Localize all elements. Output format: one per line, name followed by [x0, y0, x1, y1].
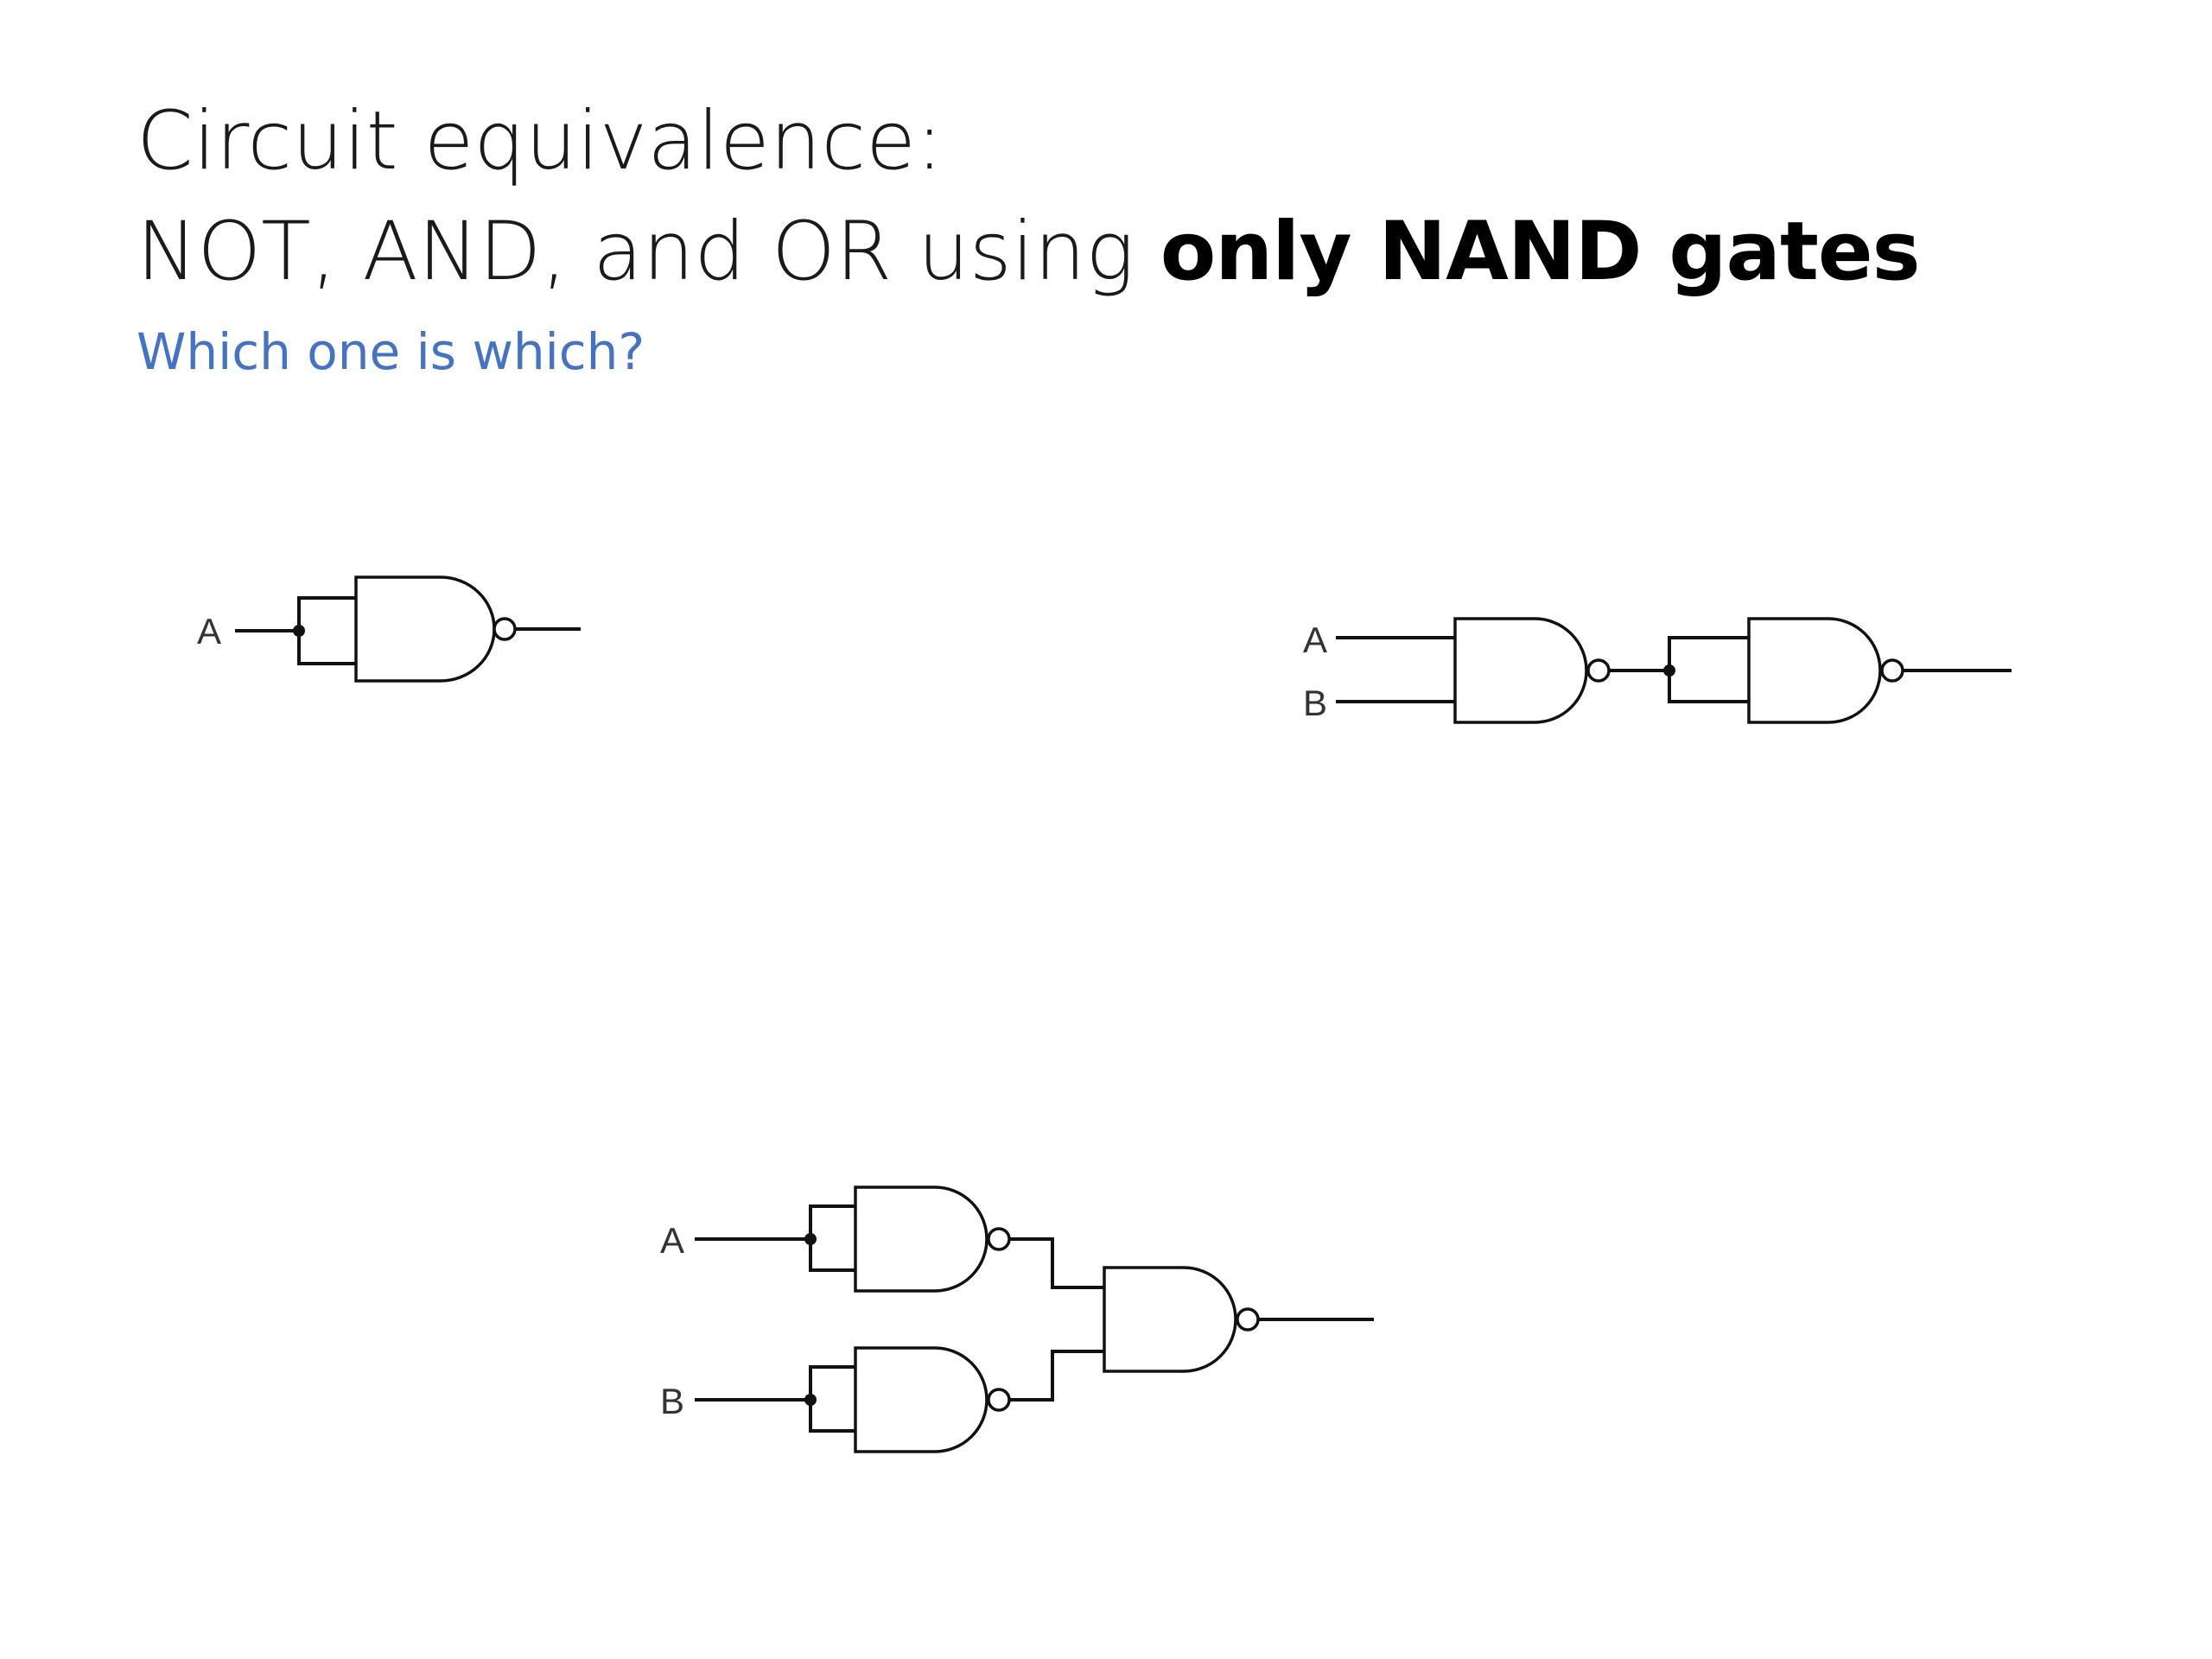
title-line-1: Circuit equivalence: — [137, 94, 944, 188]
circuit-2-nand-bubble-1 — [1586, 658, 1611, 683]
circuit-3-nand-bubble-a — [987, 1227, 1011, 1251]
circuit-3-tied-inputs-a — [809, 1205, 855, 1272]
circuit-3-nand-bubble-b — [987, 1388, 1011, 1412]
circuit-3: A B — [660, 1185, 1374, 1453]
slide-subtitle: Which one is which? — [137, 322, 645, 381]
circuit-3-wire-a-to-final — [1009, 1237, 1104, 1289]
circuit-2-nand-gate-2 — [1747, 617, 1882, 724]
slide-title: Circuit equivalence: NOT, AND, and OR us… — [137, 86, 1921, 308]
circuit-2-input-label-b: B — [1303, 683, 1327, 723]
title-line-2: NOT, AND, and OR using only NAND gates — [137, 197, 1921, 308]
circuit-3-nand-gate-a — [854, 1185, 988, 1293]
circuit-2-input-label-a: A — [1303, 620, 1327, 660]
circuit-3-nand-bubble-final — [1236, 1307, 1260, 1332]
title-line-2-prefix: NOT, AND, and OR using — [137, 205, 1160, 299]
circuit-2-nand-bubble-2 — [1880, 658, 1904, 683]
circuit-3-nand-gate-final — [1103, 1266, 1237, 1373]
circuit-3-input-label-b: B — [660, 1381, 684, 1421]
circuit-2: A B — [1303, 617, 2012, 724]
circuit-2-tied-inputs — [1668, 636, 1749, 703]
circuit-3-tied-inputs-b — [809, 1365, 855, 1433]
circuit-1: A — [197, 575, 581, 683]
circuit-1-input-label-a: A — [197, 611, 221, 652]
circuit-3-wire-b-to-final — [1009, 1350, 1104, 1402]
circuit-2-nand-gate-1 — [1453, 617, 1588, 724]
title-emphasis: only NAND gates — [1160, 205, 1921, 299]
circuit-3-nand-gate-b — [854, 1346, 988, 1453]
circuit-3-input-label-a: A — [660, 1220, 684, 1261]
circuit-1-nand-gate — [354, 575, 496, 683]
circuit-1-tied-inputs — [297, 596, 356, 665]
circuit-1-nand-bubble — [493, 617, 517, 641]
